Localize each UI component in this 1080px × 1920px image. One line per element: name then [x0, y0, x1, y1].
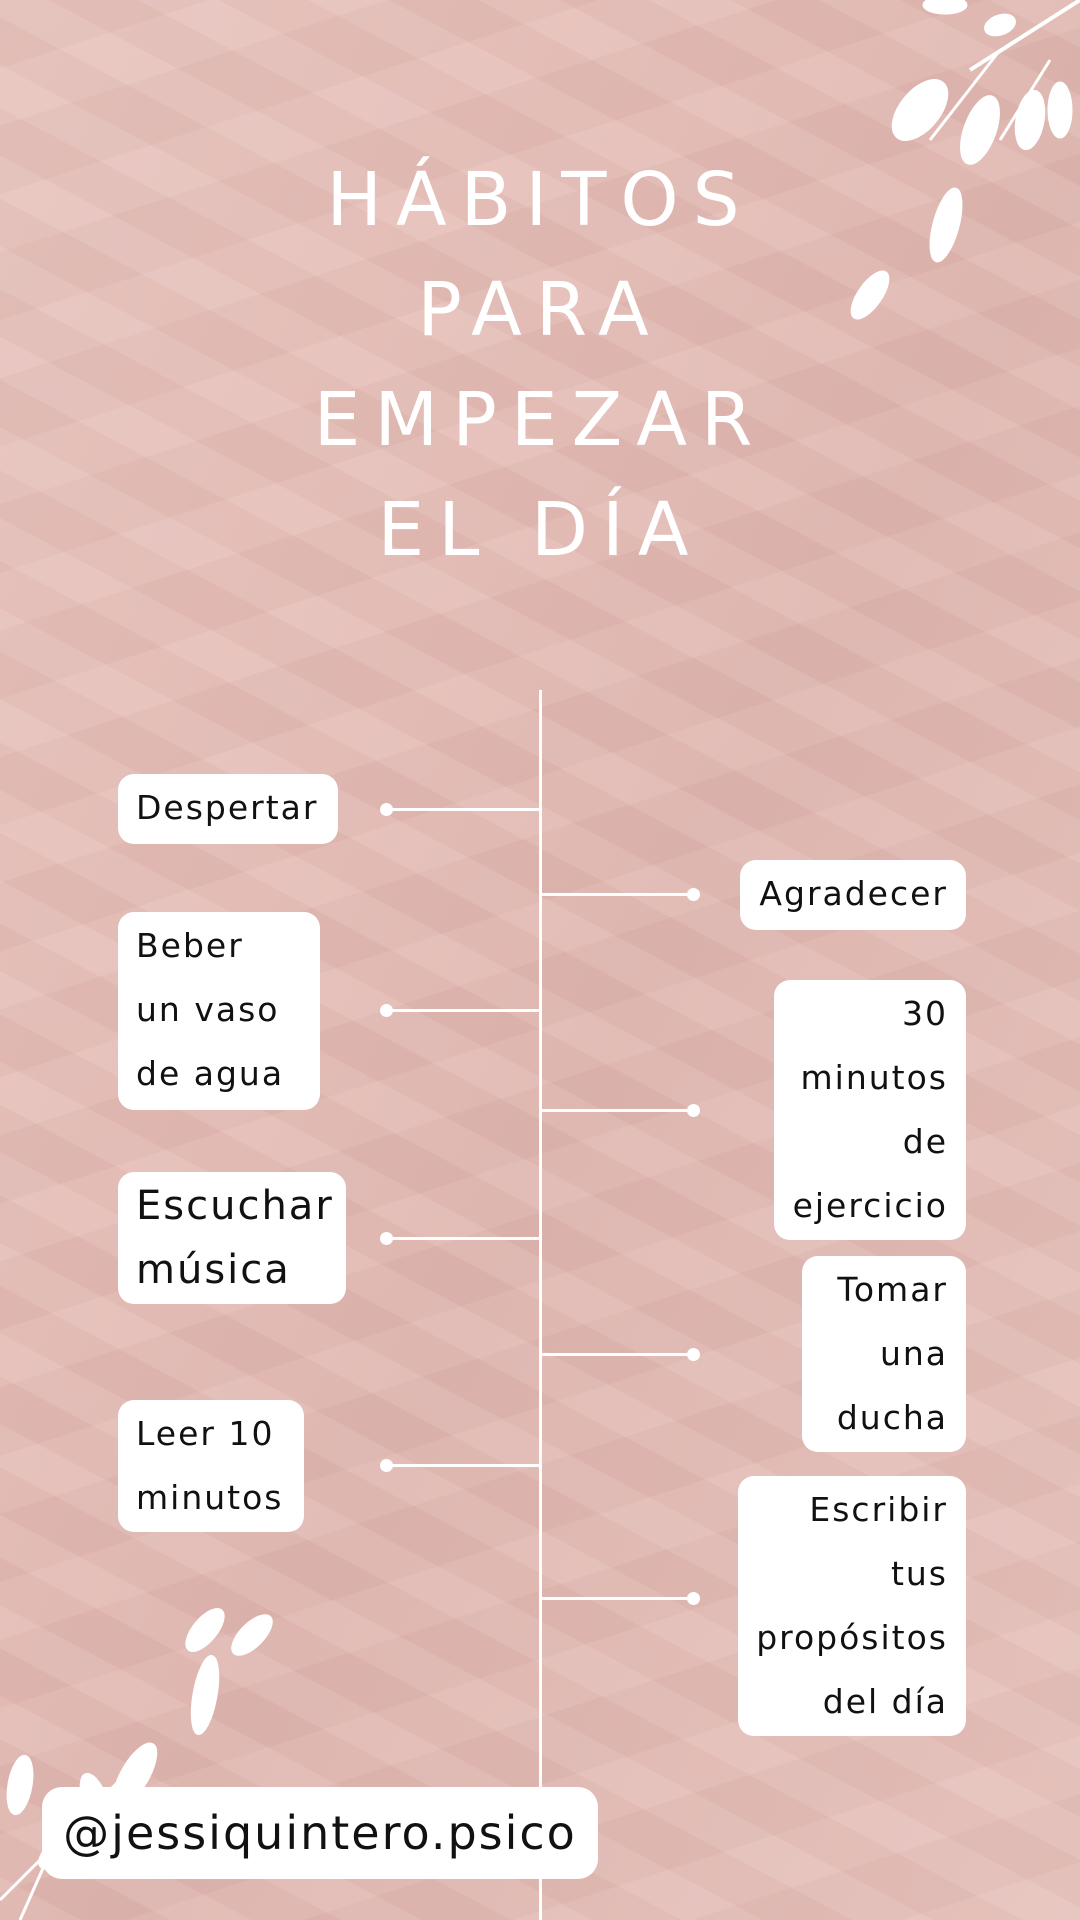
timeline-connector: [380, 803, 540, 816]
connector-dot: [687, 888, 700, 901]
habit-card: Leer 10 minutos: [118, 1400, 304, 1532]
connector-dot: [687, 1104, 700, 1117]
title-line: EL DÍA: [377, 487, 703, 573]
timeline-connector: [541, 888, 700, 901]
habit-card: Despertar: [118, 774, 338, 844]
timeline-connector: [380, 1004, 540, 1017]
timeline-connector: [541, 1592, 700, 1605]
timeline-connector: [541, 1348, 700, 1361]
connector-dot: [687, 1592, 700, 1605]
habit-card: Escuchar música: [118, 1172, 346, 1304]
leaf-branch-icon: [850, 0, 1080, 320]
timeline-spine: [539, 690, 542, 1920]
connector-dot: [380, 1459, 393, 1472]
title-line: PARA: [417, 267, 663, 353]
habit-card: Beber un vaso de agua: [118, 912, 320, 1110]
habit-card: Escribir tus propósitos del día: [738, 1476, 966, 1736]
title-line: EMPEZAR: [313, 377, 767, 463]
connector-dot: [380, 1004, 393, 1017]
habit-card: Tomar una ducha: [802, 1256, 966, 1452]
page-title: HÁBITOS PARA EMPEZAR EL DÍA: [0, 145, 1080, 585]
connector-dot: [380, 803, 393, 816]
habit-card: 30 minutos de ejercicio: [774, 980, 966, 1240]
connector-dot: [380, 1232, 393, 1245]
author-handle: @jessiquintero.psico: [42, 1787, 598, 1879]
habit-card: Agradecer: [740, 860, 966, 930]
timeline-connector: [380, 1459, 540, 1472]
timeline-connector: [380, 1232, 540, 1245]
connector-dot: [687, 1348, 700, 1361]
timeline-connector: [541, 1104, 700, 1117]
title-line: HÁBITOS: [326, 157, 754, 243]
